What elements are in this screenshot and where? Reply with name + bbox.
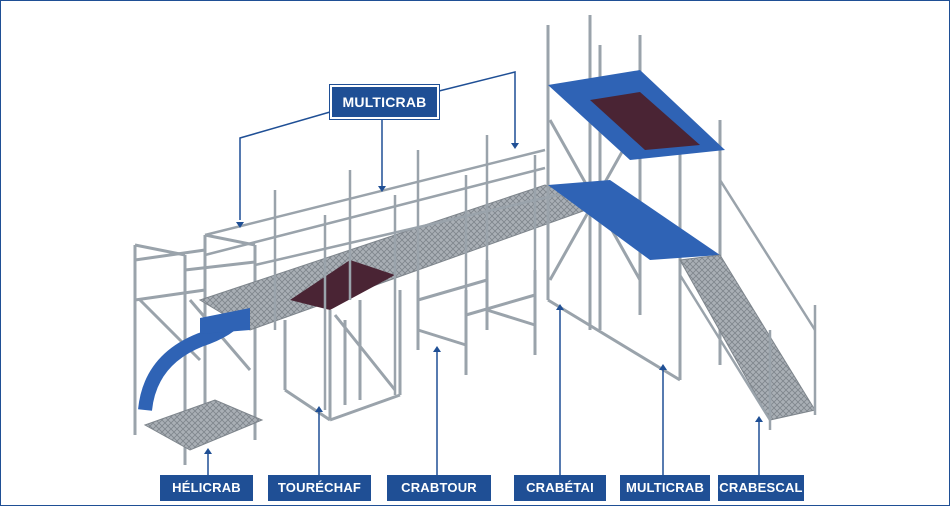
- label-multicrab-top: MULTICRAB: [329, 84, 440, 120]
- blue-toe-board: [200, 308, 250, 334]
- label-crabtour: CRABTOUR: [387, 475, 491, 501]
- label-crabetai: CRABÉTAI: [514, 475, 606, 501]
- label-crabescal: CRABESCAL: [718, 475, 804, 501]
- label-helicrab: HÉLICRAB: [160, 475, 253, 501]
- upper-red-deck: [590, 92, 700, 150]
- crabtour-tower: [416, 260, 537, 375]
- label-tourechaf: TOURÉCHAF: [268, 475, 371, 501]
- crabescal-railings: [678, 179, 817, 430]
- pointer-lines: [207, 71, 760, 475]
- crabescal-stair: [679, 254, 816, 421]
- tourechaf-tower: [283, 290, 402, 422]
- walkway-railings: [204, 135, 601, 410]
- pointer-arrowheads: [204, 143, 763, 454]
- middle-platform: [548, 180, 720, 260]
- red-platform: [290, 260, 395, 310]
- helicrab-base-deck: [143, 399, 264, 451]
- label-multicrab-bottom: MULTICRAB: [620, 475, 710, 501]
